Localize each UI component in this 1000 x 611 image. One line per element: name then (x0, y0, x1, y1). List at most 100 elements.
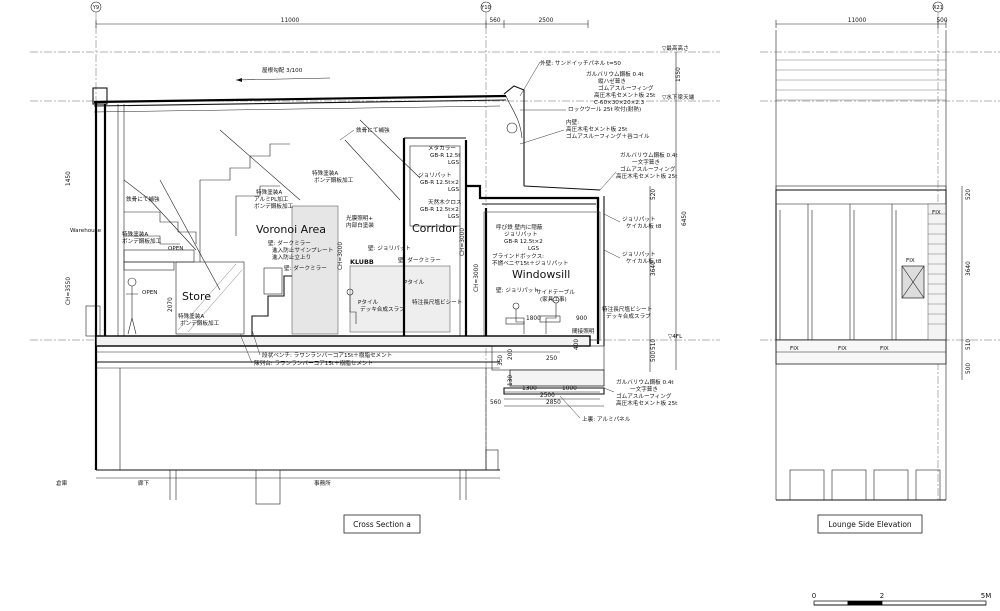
dim-ch-3000-b: CH=3000 (460, 228, 466, 256)
top-dimension-chain: 11000 560 2500 11000 500 (95, 18, 948, 28)
dim-ch-3550: CH=3550 (66, 277, 72, 305)
note-rb-1: 一文字葺き (630, 385, 658, 393)
note-bonde-1: ボンデ鋼板加工 (314, 176, 354, 184)
note-deck-slab-inner: デッキ合成スラブ (360, 305, 405, 313)
dim-b-1300: 1300 (522, 386, 537, 392)
lower-room-office: 事務所 (314, 479, 331, 487)
note-ptile-1: Pタイル (404, 278, 425, 286)
note-blind-box: ブラインドボックス: (492, 252, 544, 260)
dim-b-2500: 2500 (540, 393, 555, 399)
room-label-voronoi-area: Voronoi Area (256, 223, 326, 236)
note-bonde-2: ボンデ鋼板加工 (254, 202, 294, 210)
elev-dim-500: 500 (966, 363, 972, 374)
slope-arrow (236, 78, 242, 82)
dim-b-560: 560 (490, 400, 501, 406)
note-rt-7: 内壁: (566, 118, 579, 126)
note-gbr-2: GB-R 12.5t×2 (420, 180, 459, 186)
note-rt-5: C-60×30×20×2.3 (594, 100, 645, 106)
level-beam-top: ▽水下梁天端 (662, 93, 695, 101)
bottom-dimensions: 1300 1000 2500 2850 560 (490, 386, 604, 407)
note-steel-reinforce-2: 鉄骨にて補強 (126, 195, 160, 203)
lounge-elevation: FIX FIX FIX FIX FIX 520 3640 510 500 (775, 30, 972, 501)
note-rb-2: ゴムアスルーフィング (616, 392, 672, 400)
dim-v-3640: 3640 (651, 261, 657, 276)
note-rt-2: 縦ハゼ葺き (598, 77, 626, 85)
note-display-stand: 陳列台: ラワンランバーコア15t＋樹脂セメント (254, 359, 373, 367)
note-bonde-3: ボンデ鋼板加工 (122, 237, 162, 245)
grid-bubble-x21 (932, 1, 944, 13)
dim-130: 130 (508, 375, 514, 386)
level-top-height: ▽最高高さ (662, 44, 689, 52)
note-special-coat-3: 特殊塗装A (122, 230, 148, 238)
note-rm-5: ケイカル板 t8 (626, 222, 662, 230)
lower-room-warehouse: 倉庫 (56, 479, 68, 487)
dim-v-6450: 6450 (682, 211, 688, 226)
dim-elev-500: 500 (936, 18, 947, 24)
note-alumi-pl: アルミPL加工 (254, 195, 289, 203)
note-rm-4: ジョリパット (622, 216, 656, 223)
note-rm-9: デッキ合成スラブ (606, 312, 651, 320)
dim-v-1550: 1550 (676, 67, 682, 82)
note-steel-reinforce-1: 鉄骨にて補強 (356, 126, 390, 134)
note-rt-4: 高圧木毛セメント板 25t (594, 91, 656, 99)
note-rt-0: 外壁: サンドイッチパネル t=50 (540, 59, 621, 67)
dim-1800: 1800 (526, 316, 541, 322)
note-wall-jolypate-2: 壁: ジョリパット (496, 286, 539, 294)
caption-box-cross-section (343, 514, 421, 534)
scale-bar: 0 2 5M (812, 592, 992, 606)
elev-fix-3: FIX (880, 346, 889, 352)
right-bottom-annotations: ガルバリウム鋼板 0.4t 一文字葺き ゴムアスルーフィング 高圧木毛セメント板… (559, 378, 678, 423)
note-special-coat-4: 特殊塗装A (178, 312, 204, 320)
note-rt-3: ゴムアスルーフィング (598, 84, 654, 92)
lower-room-corridor: 廊下 (138, 479, 150, 487)
level-4fl: ▽4FL (668, 334, 683, 340)
note-rm-1: 一文字葺き (632, 158, 660, 166)
scale-label-5m: 5M (981, 592, 992, 600)
note-lgs-3: LGS (448, 214, 459, 220)
note-ptile-2: Pタイル (358, 298, 379, 306)
elev-dim-3640: 3640 (966, 261, 972, 276)
caption-cross-section: Cross Section a (353, 520, 411, 529)
note-rt-1: ガルバリウム鋼板 0.4t (586, 70, 644, 78)
note-vinyl-inner: 特注長尺塩ビシート (412, 298, 462, 306)
note-jolypate-1: ジョリパット (418, 172, 452, 179)
note-open-1: OPEN (168, 246, 184, 252)
dim-top-11000: 11000 (281, 18, 300, 24)
scale-label-2: 2 (880, 592, 884, 600)
dim-200: 200 (508, 349, 514, 360)
elev-fix-4: FIX (932, 210, 941, 216)
dim-350: 350 (498, 355, 504, 366)
grid-label-y10: Y10 (480, 5, 490, 11)
note-side-table: サイドテーブル (536, 288, 575, 296)
note-rt-6: ロックウール 25t 吹付(耐熱) (568, 105, 641, 113)
elev-fix-1: FIX (790, 346, 799, 352)
grid-bubble-y9 (90, 1, 102, 13)
note-rt-9: ゴムアスルーフィング＋谷コイル (566, 132, 650, 140)
caption-box-lounge (817, 514, 923, 534)
dim-b-2850: 2850 (546, 400, 561, 406)
note-upstand: 進入防止立上り (272, 253, 311, 261)
room-label-corridor: Corridor (412, 222, 457, 235)
note-light-film: 光膜照明+ (346, 214, 373, 222)
note-blind-box-spec: 不燃ベニヤ15t＋ジョリパット (492, 259, 568, 267)
note-gbr-4: GB-R 12.5t×2 (504, 239, 543, 245)
dim-top-2500: 2500 (539, 18, 554, 24)
room-label-warehouse: Warehouse (70, 228, 102, 234)
elev-dim-510: 510 (966, 339, 972, 350)
note-special-coat-2: 特殊塗装A (256, 188, 282, 196)
note-dark-mirror-1: 壁: ダークミラー (268, 239, 311, 247)
grid-label-x21: X21 (933, 5, 943, 11)
right-vertical-dimensions: 1550 520 6450 3640 500 510 (649, 52, 688, 372)
note-indirect-light: 間接照明 (572, 327, 595, 335)
level-lines: ▽最高高さ ▽水下梁天端 ▽4FL (30, 44, 1000, 341)
dim-b-1000: 1000 (562, 386, 577, 392)
note-hidden-iron: 呼び鉄 壁内に隠蔽 (496, 223, 543, 231)
note-furniture-work: (家具工事) (540, 295, 567, 303)
dim-elev-11000: 11000 (848, 18, 867, 24)
inner-annotations: 鉄骨にて補強 メタカラー GB-R 12.5t LGS ジョリパット GB-R … (122, 126, 595, 367)
caption-lounge-elevation: Lounge Side Elevation (828, 520, 912, 529)
note-rb-4: 上裏: アルミパネル (582, 415, 631, 423)
note-lgs-2: LGS (448, 187, 459, 193)
dim-ch-3000-a: CH=3000 (338, 242, 344, 270)
